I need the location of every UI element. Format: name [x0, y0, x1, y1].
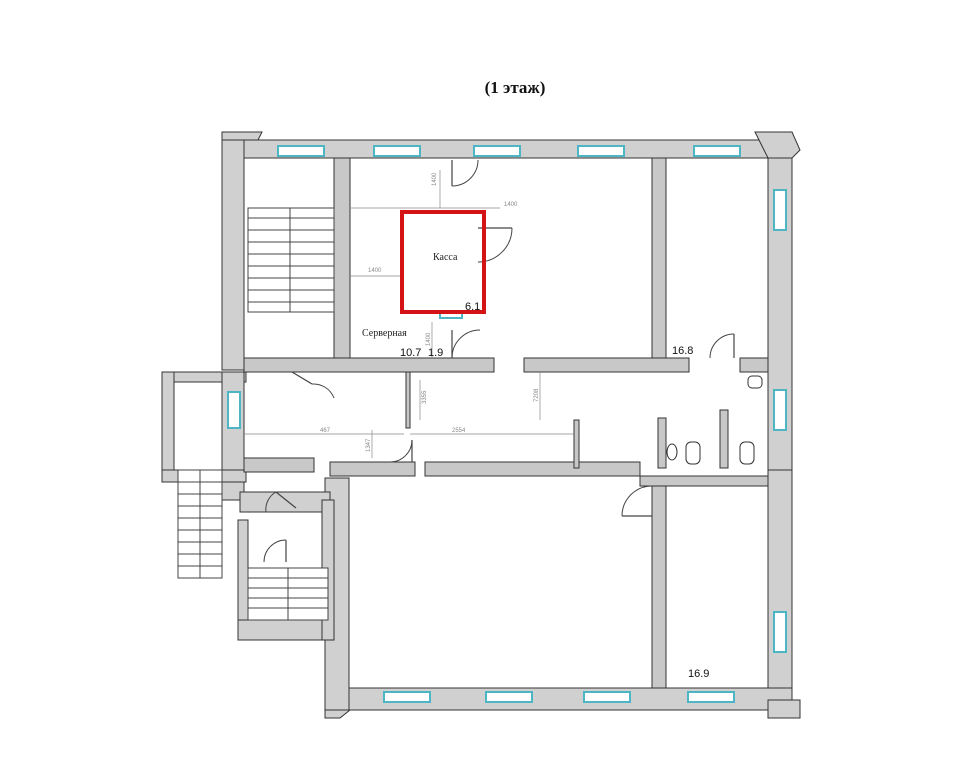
dim-label: 3355 [422, 390, 428, 404]
dimension-labels: 1400 1400 1400 1400 3355 7208 467 2554 1… [320, 172, 540, 452]
windows [227, 145, 787, 703]
room-area-office-se: 16.9 [688, 668, 709, 680]
room-area-server: 10.7 [400, 347, 421, 359]
stairs-south [247, 567, 329, 621]
outer-walls [161, 131, 801, 719]
room-area-office-ne: 16.8 [672, 345, 693, 357]
room-area-kassa: 6.1 [465, 301, 480, 313]
toilet-fixtures [666, 375, 763, 465]
dim-label: 467 [320, 428, 331, 434]
dim-label: 7208 [534, 388, 540, 402]
dim-label: 1400 [368, 268, 382, 274]
room-name-kassa: Касса [433, 252, 458, 263]
kassa-highlight [400, 210, 486, 314]
room-name-server: Серверная [362, 328, 407, 339]
room-area-small: 1.9 [428, 347, 443, 359]
dimension-lines [244, 170, 574, 458]
doors [263, 159, 735, 563]
page-title: (1 этаж) [484, 78, 546, 97]
stairs-north [247, 207, 335, 313]
room-labels: Касса 6.1 Серверная 10.7 1.9 16.8 16.9 [362, 252, 709, 680]
dim-label: 2554 [452, 428, 466, 434]
dim-label: 1347 [366, 438, 372, 452]
dim-label: 1400 [432, 172, 438, 186]
stairs-west [177, 469, 223, 579]
dim-label: 1400 [426, 332, 432, 346]
dim-label: 1400 [504, 202, 518, 208]
